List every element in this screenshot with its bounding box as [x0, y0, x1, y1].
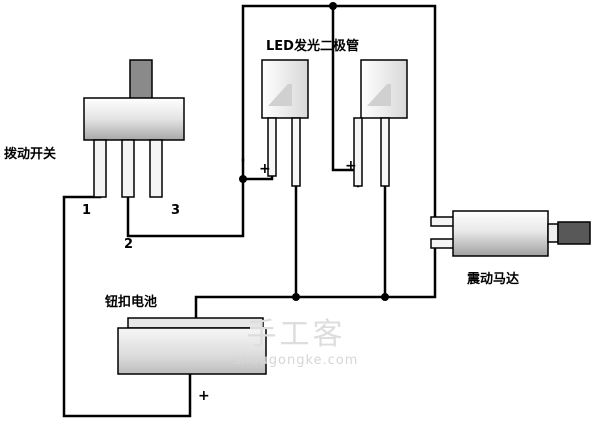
led-2-reflector [367, 84, 391, 106]
label-pin-2: 2 [124, 237, 133, 252]
led-1 [261, 59, 309, 187]
led-1-anode-leg [267, 117, 277, 177]
slide-switch [83, 59, 185, 198]
vibration-motor [430, 210, 591, 257]
wire-switch-pin1 [62, 195, 192, 418]
switch-pin-1 [93, 139, 107, 198]
led-1-reflector [268, 84, 292, 106]
watermark-en: shougongke.com [234, 353, 359, 368]
coin-battery [117, 317, 267, 375]
led-2 [353, 59, 408, 187]
battery-top-cap [127, 317, 264, 329]
wire-motor-return [194, 242, 437, 320]
motor-body [452, 210, 549, 257]
led-1-cathode-leg [291, 117, 301, 187]
watermark: 手工客 shougongke.com [234, 317, 359, 368]
wire-led1-anode [241, 174, 274, 181]
switch-pin-3 [149, 139, 163, 198]
switch-body [83, 97, 185, 141]
wires [62, 4, 437, 418]
label-led1-plus: + [259, 161, 271, 177]
wire-switch-pin2 [126, 158, 245, 238]
junction-dot [239, 175, 247, 183]
switch-knob [129, 59, 153, 101]
label-switch: 拨动开关 [4, 146, 56, 162]
junction-dot [381, 293, 389, 301]
junction-dot [292, 293, 300, 301]
led-2-anode-leg [353, 117, 363, 187]
battery-body [117, 327, 267, 375]
junctions [239, 2, 389, 301]
motor-terminal-top [430, 216, 456, 227]
label-led: LED发光二极管 [266, 38, 359, 54]
motor-shaft [557, 221, 591, 245]
wire-top-rail [241, 4, 437, 224]
label-pin-3: 3 [171, 203, 180, 218]
label-battery: 钮扣电池 [104, 294, 157, 310]
switch-pin-2 [121, 139, 135, 198]
label-pin-1: 1 [82, 203, 91, 218]
label-led2-plus: + [345, 158, 357, 174]
label-motor: 震动马达 [466, 271, 519, 287]
junction-dot [329, 2, 337, 10]
labels: LED发光二极管 拨动开关 钮扣电池 震动马达 1 2 3 + + + [4, 38, 519, 404]
motor-collar [547, 223, 559, 243]
label-battery-plus: + [198, 388, 210, 404]
motor-terminal-bottom [430, 238, 456, 249]
watermark-cn: 手工客 [247, 317, 346, 352]
led-2-cathode-leg [380, 117, 390, 187]
